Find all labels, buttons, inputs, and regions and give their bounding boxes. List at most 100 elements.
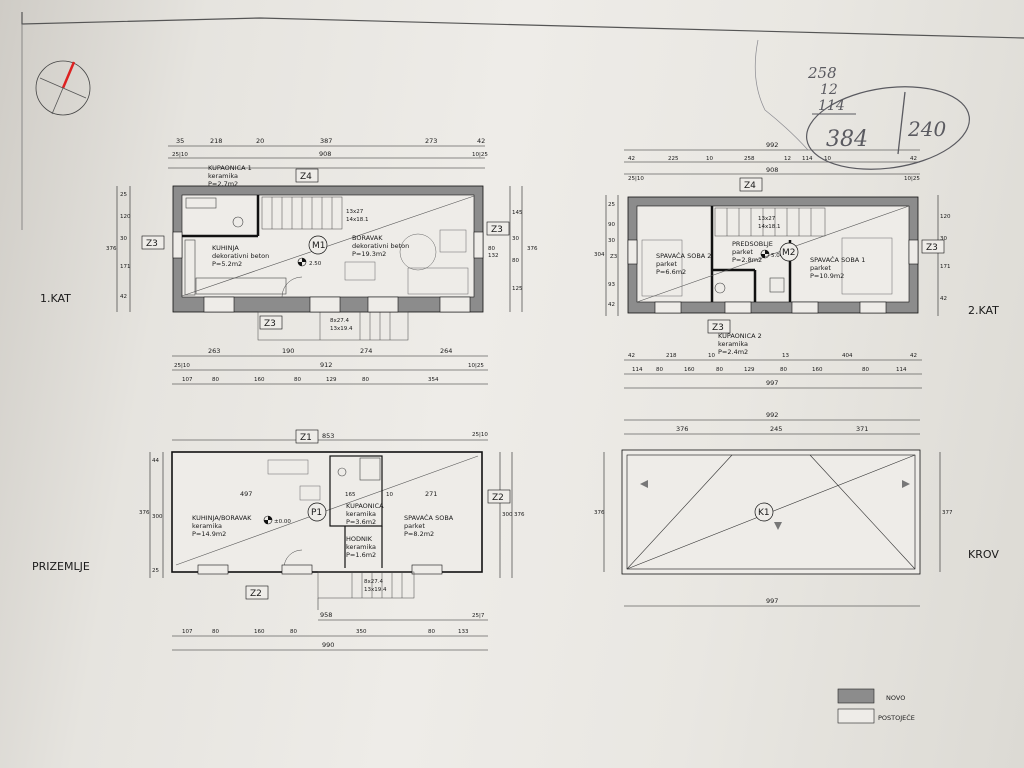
prizemlje-bottom2-dim-5: 350 (356, 629, 367, 635)
label-prizemlje: PRIZEMLJE (32, 560, 90, 573)
prizemlje-room-soba-name: SPAVAĆA SOBA (404, 513, 454, 522)
kat2-left-dim-1: 25 (608, 202, 615, 208)
hand-note-1: 258 (807, 64, 837, 82)
prizemlje-mark-p1: P1 (311, 508, 322, 518)
kat2-top-dim-8: 42 (910, 156, 917, 162)
kat2-bottom-dim-4: 13 (782, 353, 789, 359)
prizemlje-room-hodnik-name: HODNIK (346, 535, 373, 543)
kat1-left-dim-5: 171 (120, 264, 131, 270)
kat2-bottom-dim-5: 404 (842, 353, 853, 359)
kat2-bottom-dim-6: 42 (910, 353, 917, 359)
kat1-left-dim-4: 30 (120, 236, 127, 242)
krov-left-dim: 376 (594, 510, 605, 516)
kat2-bottom2-dim-8: 80 (862, 367, 869, 373)
kat1-top-small-left: 25|10 (172, 152, 188, 158)
kat2-bottom-dim-1: 42 (628, 353, 635, 359)
kat1-bottom-dim-2: 190 (282, 347, 294, 355)
prizemlje-room-kupaonica-finish: keramika (346, 510, 376, 518)
hand-note-5: 240 (907, 117, 946, 141)
kat2-bottom2-dim-4: 80 (716, 367, 723, 373)
kat2-bottom2-dim-2: 80 (656, 367, 663, 373)
kat2-bottom-total: 997 (766, 379, 778, 387)
kat1-left-total: 376 (106, 246, 117, 252)
kat1-level: 2.50 (309, 261, 322, 267)
kat1-entry-stair-label: 8x27.4 (330, 318, 350, 324)
kat2-room-predsoblje-area: P=2.8m2 (732, 256, 762, 264)
kat2-top-total2: 908 (766, 166, 778, 174)
legend-novo-label: NOVO (886, 694, 905, 702)
kat2-top-dim-5: 12 (784, 156, 791, 162)
kat2-room-kupaonica2-area: P=2.4m2 (718, 348, 748, 356)
plan-krov: 992 376 245 371 376 377 K1 997 (594, 411, 953, 607)
prizemlje-bottom-small: 25|7 (472, 613, 485, 619)
kat1-mark-z3-right: Z3 (491, 225, 503, 235)
prizemlje-room-kuhinja-area: P=14.9m2 (192, 530, 226, 538)
kat1-bottom-small-left: 25|10 (174, 363, 190, 369)
hand-note-4: 384 (826, 127, 868, 152)
kat1-bottom2-dim-3: 160 (254, 377, 265, 383)
kat1-right-total: 376 (527, 246, 538, 252)
kat2-top-dim-7: 10 (824, 156, 831, 162)
prizemlje-bottom2-dim-1: 107 (182, 629, 193, 635)
handwritten-notes: 258 12 114 384 240 (754, 39, 970, 170)
hand-note-3: 114 (818, 98, 845, 114)
kat1-top-dim-6: 42 (477, 137, 485, 145)
kat2-right-dim-4: 42 (940, 296, 947, 302)
prizemlje-bottom2-dim-6: 80 (428, 629, 435, 635)
legend-postojece-swatch (837, 708, 875, 724)
kat1-bottom2-dim-1: 107 (182, 377, 193, 383)
kat2-top-dim-4: 258 (744, 156, 755, 162)
kat1-mark-z3-left: Z3 (146, 239, 158, 249)
kat1-mark-z4: Z4 (300, 172, 312, 182)
kat2-top-small-right: 10|25 (904, 176, 920, 182)
kat2-bottom2-dim-5: 129 (744, 367, 755, 373)
kat1-mark-m1: M1 (312, 241, 326, 251)
kat2-top-dim-1: 42 (628, 156, 635, 162)
kat1-top-small-right: 10|25 (472, 152, 488, 158)
krov-right-dim: 377 (942, 510, 953, 516)
kat2-top-total1: 992 (766, 141, 778, 149)
sheet-border (21, 12, 1024, 39)
krov-top-dim-3: 371 (856, 425, 868, 433)
kat2-left-dim-4: 30 (608, 238, 615, 244)
prizemlje-inner-dim-1: 497 (240, 490, 252, 498)
kat2-right-dim-2: 30 (940, 236, 947, 242)
prizemlje-left-dim-3: 25 (152, 568, 159, 574)
kat2-mark-z3-bottom: Z3 (712, 323, 724, 333)
prizemlje-bottom2-dim-4: 80 (290, 629, 297, 635)
kat2-top-small-left: 25|10 (628, 176, 644, 182)
krov-bottom-total: 997 (766, 597, 778, 605)
kat1-room-kuhinja-name: KUHINJA (212, 244, 239, 252)
kat1-top-dim-1: 35 (176, 137, 184, 145)
kat1-bottom2-dim-2: 80 (212, 377, 219, 383)
kat1-room-kupaonica-finish: keramika (208, 172, 238, 180)
prizemlje-stair-label-2: 13x19.4 (364, 587, 387, 593)
kat2-bottom2-dim-9: 114 (896, 367, 907, 373)
kat1-stair-label-2: 14x18.1 (346, 217, 369, 223)
prizemlje-mark-z1: Z1 (300, 433, 312, 443)
legend: NOVO POSTOJEĆE (837, 688, 915, 724)
kat2-left-dim-6: 93 (608, 282, 615, 288)
kat2-room-soba1-name: SPAVAĆA SOBA 1 (810, 255, 865, 264)
kat2-level-marker (760, 249, 770, 259)
kat2-room-kupaonica2-name: KUPAONICA 2 (718, 332, 762, 340)
kat1-room-kuhinja-finish: dekorativni beton (212, 252, 269, 260)
kat2-room-soba1-area: P=10.9m2 (810, 272, 844, 280)
kat1-room-kupaonica-area: P=2.7m2 (208, 180, 238, 188)
kat1-bottom2-dim-7: 354 (428, 377, 439, 383)
kat1-bottom2-dim-5: 129 (326, 377, 337, 383)
legend-novo-swatch (837, 688, 875, 704)
prizemlje-right-dim-2: 376 (514, 512, 525, 518)
kat1-left-dim-1: 25 (120, 192, 127, 198)
kat2-right-dim-3: 171 (940, 264, 951, 270)
prizemlje-bottom2-dim-3: 160 (254, 629, 265, 635)
kat1-level-marker (297, 257, 307, 267)
kat2-room-soba2-name: SPAVAĆA SOBA 2 (656, 251, 711, 260)
prizemlje-top-small: 25|10 (472, 432, 488, 438)
kat1-opening-label-2: 132 (488, 253, 499, 259)
krov-top-dim-1: 376 (676, 425, 688, 433)
kat1-bottom-dim-1: 263 (208, 347, 220, 355)
prizemlje-inner-dim-3: 10 (386, 492, 393, 498)
kat1-room-boravak-name: BORAVAK (352, 234, 383, 242)
